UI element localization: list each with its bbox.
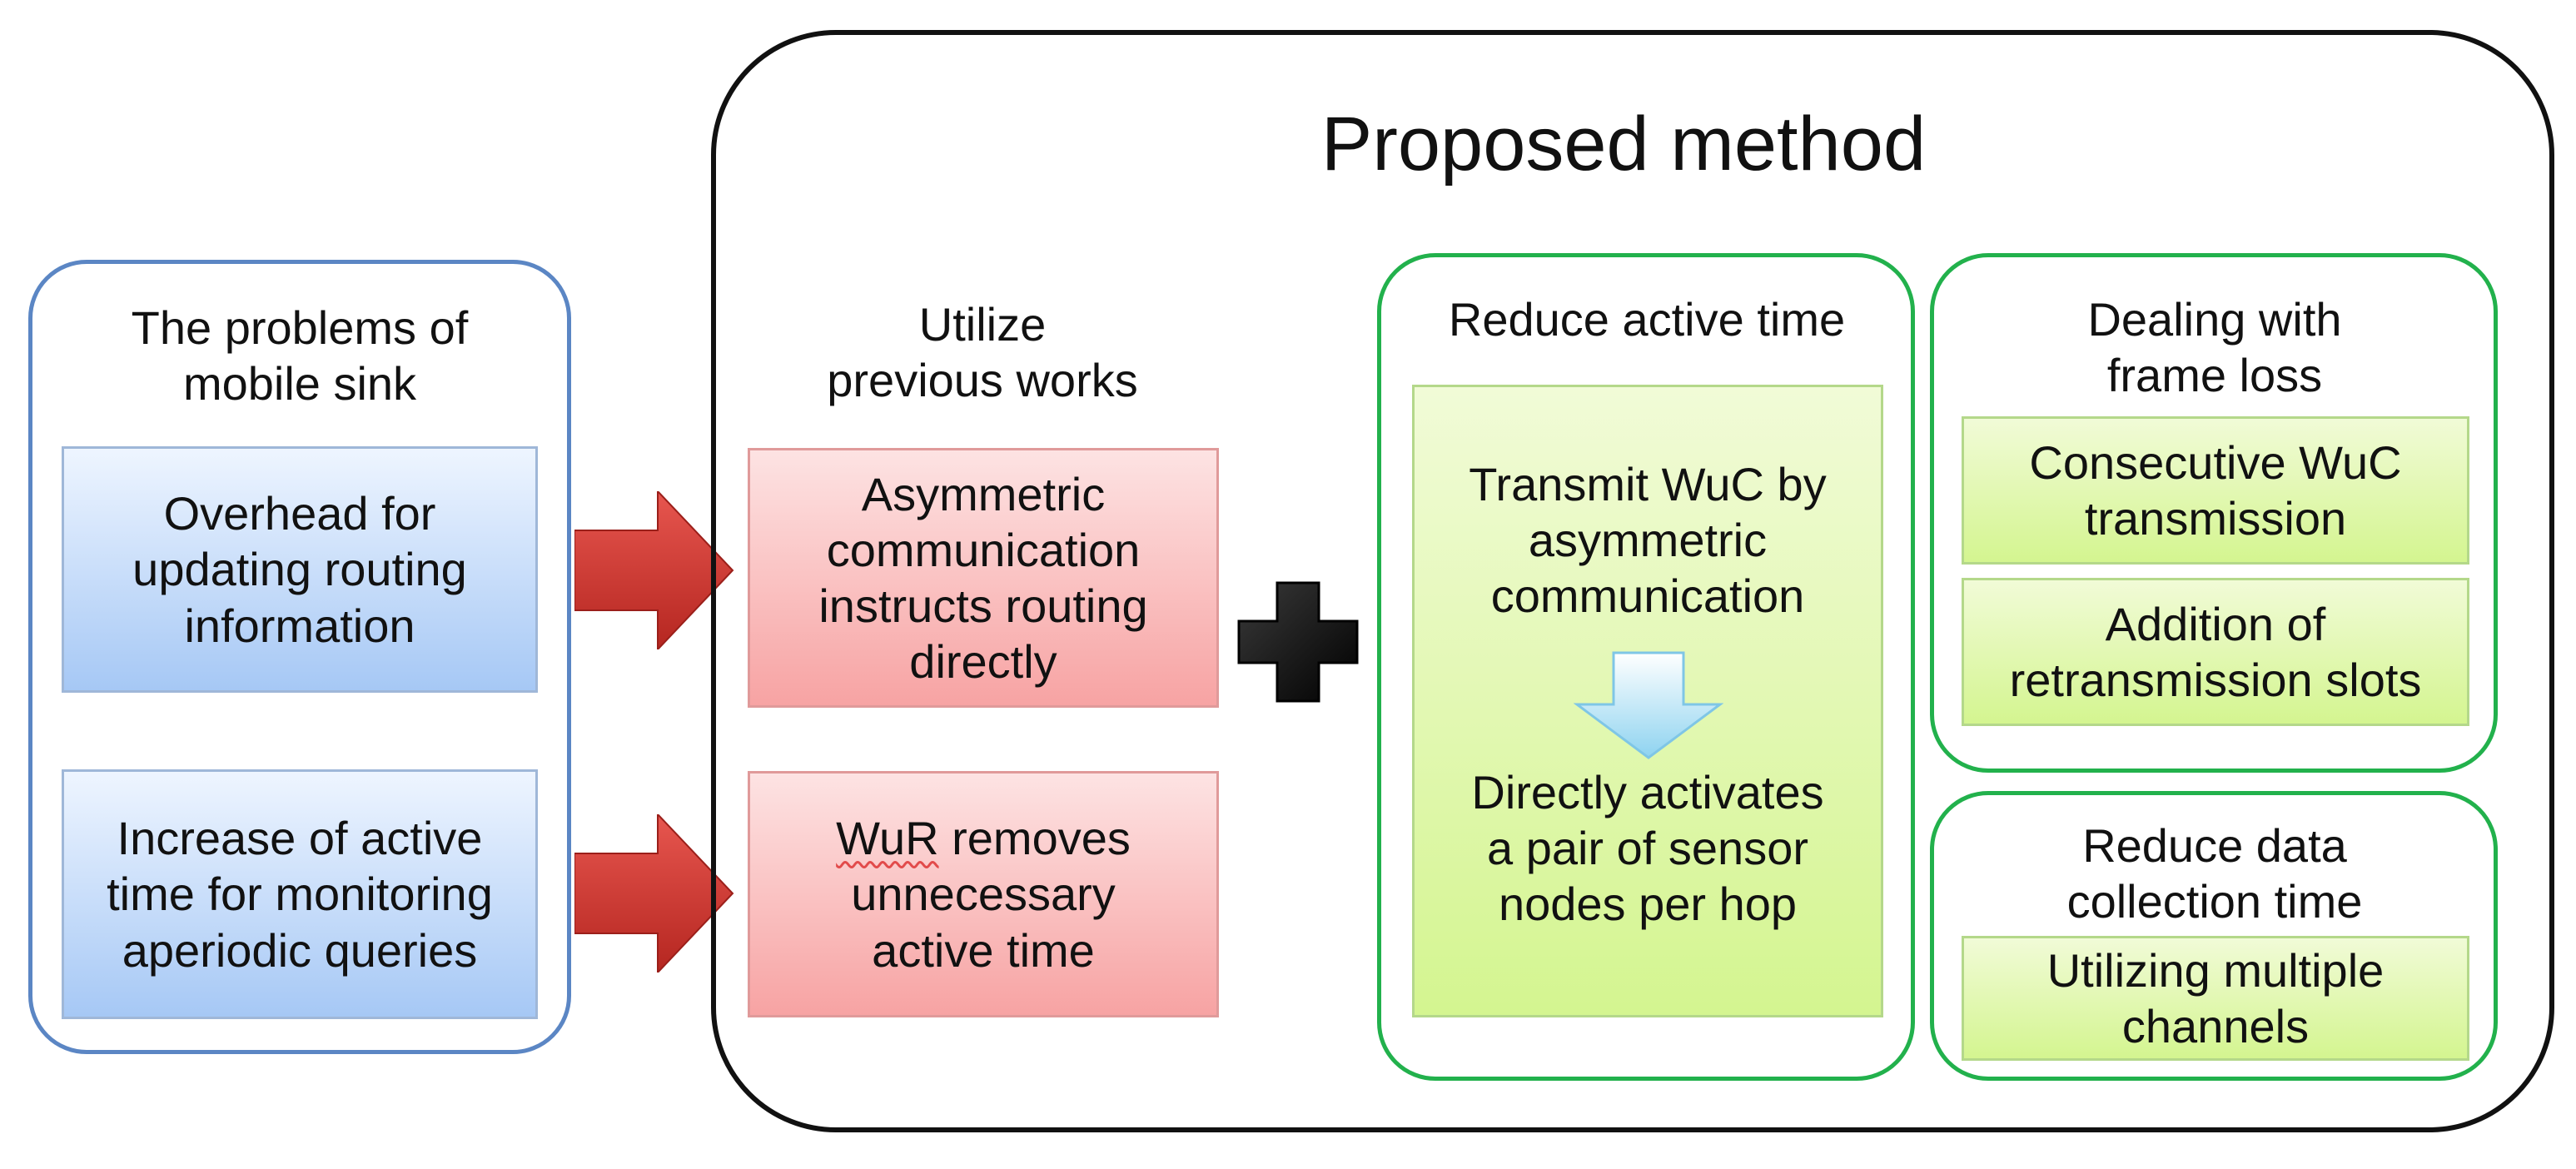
plus-icon: [1237, 581, 1359, 703]
wur-term: WuR: [836, 812, 939, 865]
down-arrow-icon: [1574, 651, 1723, 759]
wur-description: removes unnecessary active time: [851, 812, 1131, 977]
previous-works-title: Utilize previous works: [827, 298, 1138, 407]
frame-loss-title: Dealing with frame loss: [2087, 293, 2342, 402]
collection-time-title: Reduce data collection time: [2066, 819, 2363, 928]
multiple-channels-box: Utilizing multiple channels: [1962, 936, 2469, 1061]
method-title: Proposed method: [1320, 102, 1927, 187]
activates-pair-text: Directly activates a pair of sensor node…: [1471, 766, 1824, 931]
problems-title: The problems of mobile sink: [131, 301, 469, 410]
right-arrow-icon: [574, 491, 734, 649]
reduce-active-time-frame: [1377, 253, 1915, 1081]
reduce-active-time-title: Reduce active time: [1448, 293, 1846, 346]
wur-box: WuR removes unnecessary active time: [748, 771, 1219, 1017]
transmit-wuc-text: Transmit WuC by asymmetric communication: [1469, 458, 1827, 623]
method-frame: [711, 30, 2554, 1132]
right-arrow-icon: [574, 814, 734, 973]
consecutive-wuc-box: Consecutive WuC transmission: [1962, 416, 2469, 565]
problems-frame: [28, 260, 571, 1054]
problem-active-time: Increase of active time for monitoring a…: [62, 769, 538, 1019]
retransmission-slots-box: Addition of retransmission slots: [1962, 578, 2469, 726]
frame-loss-frame: [1930, 253, 2498, 773]
collection-time-frame: [1930, 791, 2498, 1081]
asymmetric-communication-box: Asymmetric communication instructs routi…: [748, 448, 1219, 708]
problem-routing-overhead: Overhead for updating routing informatio…: [62, 446, 538, 693]
